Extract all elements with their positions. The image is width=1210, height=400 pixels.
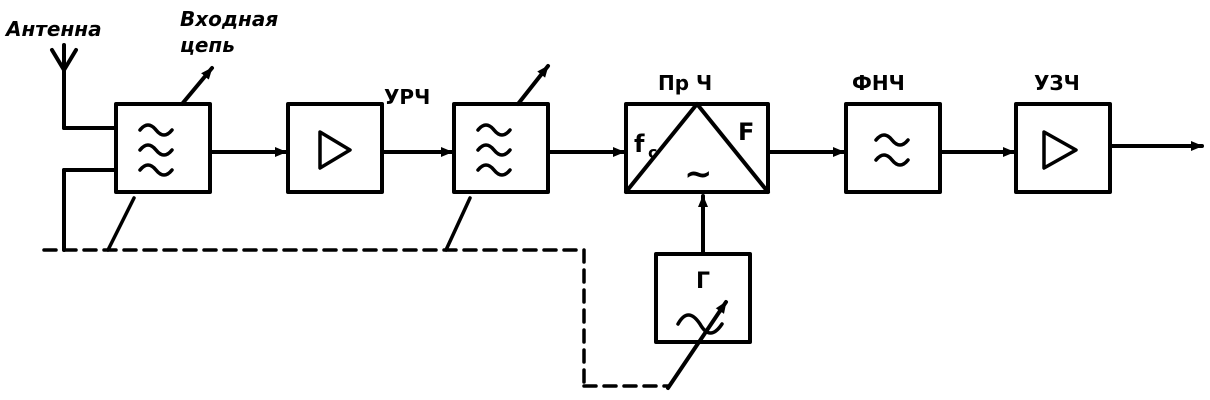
ganged-tuning-link [42,248,670,388]
input-circuit-label-line2: цепь [180,33,235,57]
mixer-block [624,102,770,194]
tuning-arrow-icon [666,300,728,390]
mixer-fc-label: f [634,130,645,158]
input-circuit-block [114,66,214,194]
ganged-tuning-taps [106,196,472,252]
rf-amplifier-block [286,102,384,194]
filter-icon [476,123,512,177]
tuning-arrow-icon [516,64,550,106]
rf-filter-block [452,64,550,194]
mixer-F-label: F [738,118,754,146]
rf-amp-label: УРЧ [384,85,430,109]
lowpass-icon [874,133,910,167]
tuning-arrow-icon [180,66,214,106]
antenna-icon [50,43,118,252]
antenna-label: Антенна [4,17,102,41]
lowpass-filter-block [844,102,942,194]
input-circuit-label-line1: Входная [180,7,278,31]
amplifier-icon [318,130,352,170]
lpf-label: ФНЧ [852,71,905,95]
af-amp-label: УЗЧ [1034,71,1080,95]
mixer-label: Пр Ч [658,71,712,95]
mixer-fc-subscript: c [648,143,657,162]
amplifier-icon [1042,130,1078,170]
af-amplifier-block [1014,102,1112,194]
oscillator-wave-icon [676,313,724,335]
oscillator-label: Г [696,269,710,294]
mixer-tilde-icon: ~ [684,154,713,194]
filter-icon [138,123,174,177]
